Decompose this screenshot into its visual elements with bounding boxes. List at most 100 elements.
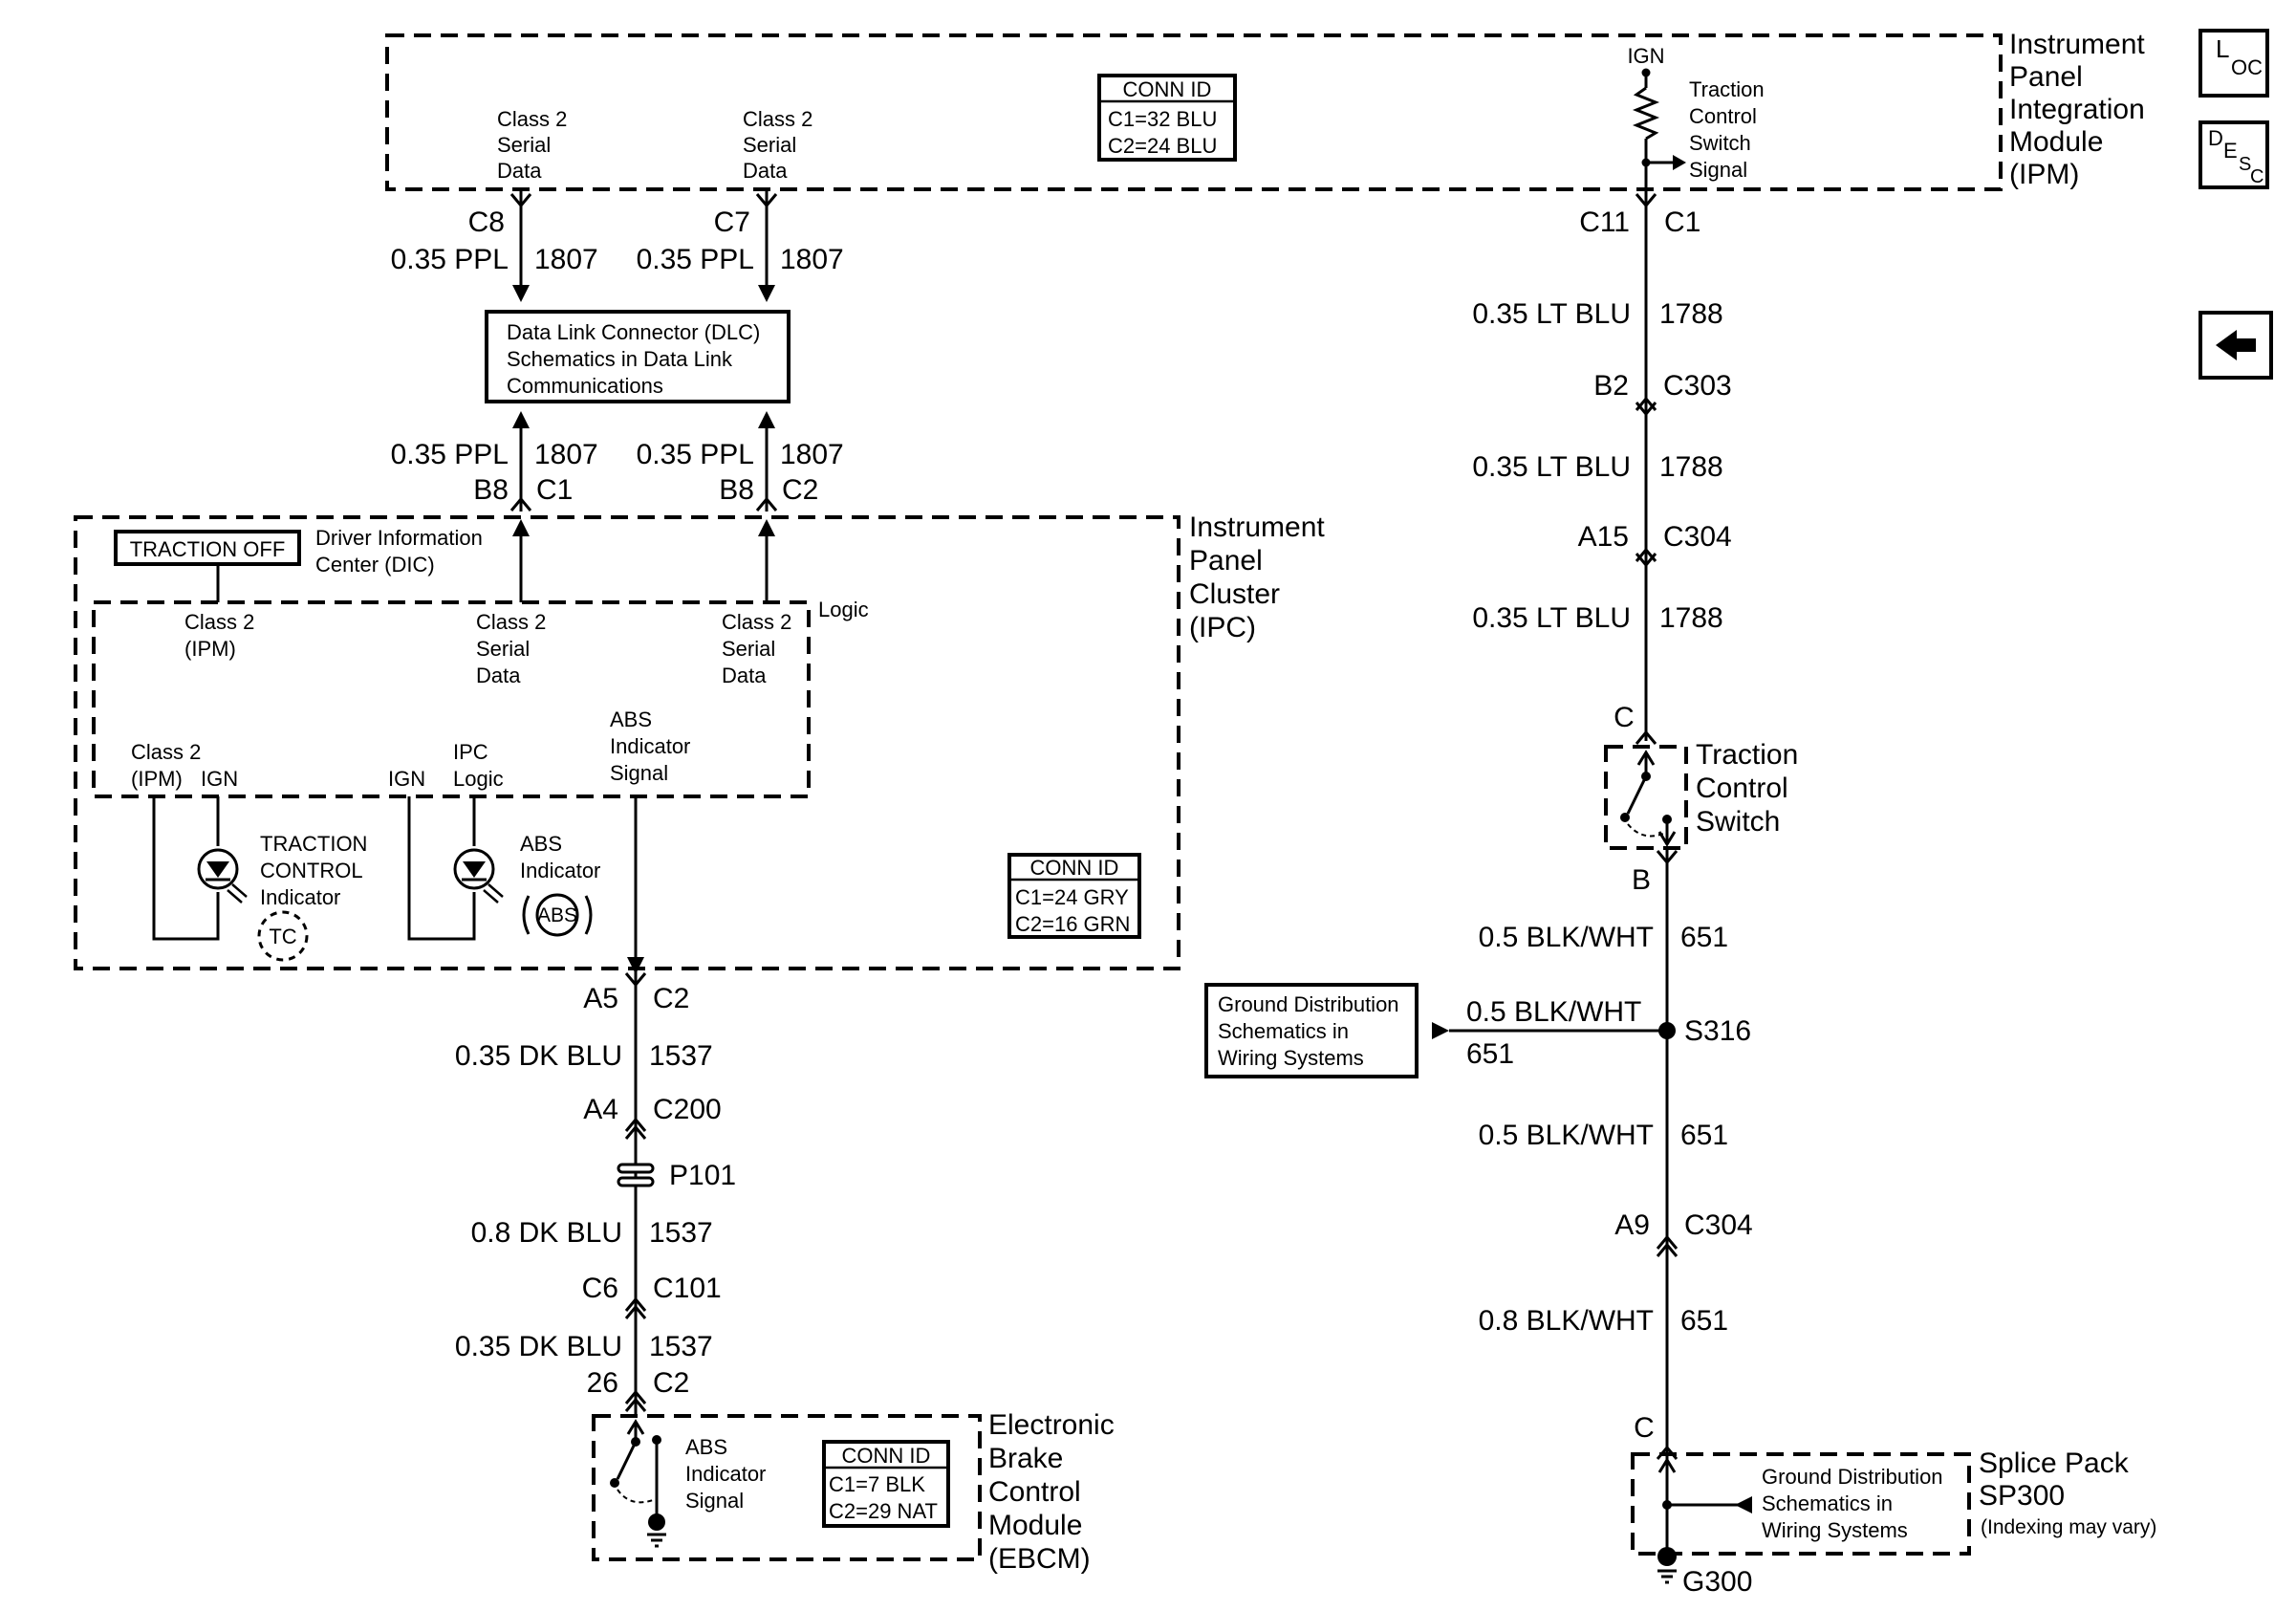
svg-text:C11: C11 [1579, 207, 1630, 238]
svg-text:C2=24 BLU: C2=24 BLU [1108, 134, 1217, 158]
desc-button[interactable]: D E S C [2199, 120, 2269, 189]
connector-b8-c1 [509, 496, 532, 512]
svg-text:0.35 DK BLU: 0.35 DK BLU [455, 1331, 622, 1362]
abs-indicator-label: ABS Indicator [520, 832, 600, 882]
pass-through-p101: P101 [617, 1160, 736, 1191]
svg-text:C303: C303 [1663, 370, 1732, 402]
svg-text:OC: OC [2231, 55, 2263, 79]
tcs-pin-b: B [1632, 864, 1651, 896]
ebcm-ground-icon [647, 1506, 666, 1548]
loc-button[interactable]: L OC [2199, 29, 2269, 98]
sp300-pin-c: C [1634, 1412, 1655, 1444]
class2-serial-b-label: Class 2 Serial Data [722, 610, 797, 687]
svg-text:1537: 1537 [649, 1331, 713, 1362]
tc-symbol-icon: TC [257, 910, 309, 962]
ipm-conn-id: CONN ID C1=32 BLU C2=24 BLU [1097, 74, 1237, 162]
connector-a9-c304 [1656, 1234, 1679, 1250]
svg-text:C2=16 GRN: C2=16 GRN [1015, 912, 1130, 936]
svg-text:26: 26 [587, 1367, 618, 1399]
ebcm-switch-icon [610, 1435, 661, 1506]
ipc-conn-id: CONN ID C1=24 GRY C2=16 GRN [1007, 853, 1141, 939]
svg-text:0.35 PPL: 0.35 PPL [637, 244, 754, 275]
connector-c6-c101 [624, 1296, 647, 1312]
svg-text:C304: C304 [1663, 521, 1732, 553]
svg-text:0.8 BLK/WHT: 0.8 BLK/WHT [1479, 1305, 1654, 1337]
svg-text:1788: 1788 [1659, 298, 1723, 330]
ebcm-module: Electronic Brake Control Module (EBCM) A… [592, 1409, 1122, 1575]
svg-text:CONN ID: CONN ID [1123, 77, 1212, 101]
tcs-switch-icon [1620, 772, 1677, 847]
tcs-outline [1604, 745, 1688, 850]
svg-text:1807: 1807 [780, 244, 844, 275]
svg-text:C7: C7 [714, 207, 750, 238]
wire-1788: 0.35 LT BLU 1788 B2 C303 0.35 LT BLU 178… [1472, 189, 1732, 741]
ipm-class2-label-right: Class 2 Serial Data [743, 107, 818, 183]
svg-text:C1=32 BLU: C1=32 BLU [1108, 107, 1217, 131]
svg-text:C2=29 NAT: C2=29 NAT [829, 1499, 938, 1523]
ebcm-signal-label: ABS Indicator Signal [685, 1435, 772, 1513]
svg-text:1807: 1807 [534, 439, 598, 470]
ipm-ign-label: IGN [1627, 44, 1664, 68]
ipm-module: Instrument Panel Integration Module (IPM… [385, 29, 2145, 191]
tcs-name: Traction Control Switch [1696, 739, 1807, 838]
connector-26-c2 [624, 1389, 647, 1404]
svg-text:0.35 LT BLU: 0.35 LT BLU [1472, 451, 1631, 483]
svg-text:CONN ID: CONN ID [842, 1444, 931, 1468]
class2-serial-a-label: Class 2 Serial Data [476, 610, 552, 687]
svg-text:C2: C2 [653, 1367, 689, 1399]
ipm-class2-label-left: Class 2 Serial Data [497, 107, 573, 183]
dic-label: Driver Information Center (DIC) [315, 526, 488, 577]
pullup-resistor [1632, 86, 1660, 141]
wire-651: 0.5 BLK/WHT 651 S316 0.5 BLK/WHT 651 0.5… [1432, 848, 1753, 1470]
g300-ground-icon [1657, 1547, 1677, 1584]
svg-text:A15: A15 [1578, 521, 1629, 553]
ign-label-b: IGN [388, 767, 425, 791]
svg-text:C1=7 BLK: C1=7 BLK [829, 1472, 925, 1496]
ebcm-conn-id: CONN ID C1=7 BLK C2=29 NAT [822, 1440, 950, 1528]
left-arrow-icon [2216, 330, 2256, 360]
sp300-ground-text[interactable]: Ground Distribution Schematics in Wiring… [1762, 1465, 1949, 1542]
svg-text:C1=24 GRY: C1=24 GRY [1015, 885, 1129, 909]
ground-distribution-reference-box[interactable]: Ground Distribution Schematics in Wiring… [1204, 983, 1419, 1078]
svg-text:C: C [2250, 166, 2264, 187]
ign-label-a: IGN [201, 767, 238, 791]
abs-signal-label: ABS Indicator Signal [610, 708, 697, 785]
ebcm-name: Electronic Brake Control Module (EBCM) [988, 1409, 1122, 1575]
svg-text:1807: 1807 [534, 244, 598, 275]
sp300-outline [1631, 1452, 1971, 1556]
svg-text:0.5 BLK/WHT: 0.5 BLK/WHT [1466, 996, 1641, 1028]
svg-text:C304: C304 [1684, 1209, 1753, 1241]
traction-off-display: TRACTION OFF [114, 530, 301, 566]
ipc-logic-outline [92, 600, 811, 798]
connector-c11-c1: C11 C1 [1579, 193, 1700, 238]
svg-text:1537: 1537 [649, 1040, 713, 1072]
svg-text:651: 651 [1680, 1305, 1728, 1337]
svg-text:A9: A9 [1614, 1209, 1650, 1241]
svg-text:0.5 BLK/WHT: 0.5 BLK/WHT [1479, 1120, 1654, 1151]
svg-text:0.35 LT BLU: 0.35 LT BLU [1472, 298, 1631, 330]
svg-text:C2: C2 [782, 474, 818, 506]
ipm-outline [385, 33, 2003, 191]
svg-text:A4: A4 [583, 1094, 618, 1125]
svg-text:1807: 1807 [780, 439, 844, 470]
svg-text:E: E [2223, 139, 2238, 163]
sp300-note: (Indexing may vary) [1981, 1516, 2156, 1538]
svg-text:CONN ID: CONN ID [1030, 856, 1119, 880]
dlc-reference-box[interactable]: Data Link Connector (DLC) Schematics in … [485, 310, 791, 403]
svg-text:B8: B8 [719, 474, 754, 506]
svg-text:0.35 DK BLU: 0.35 DK BLU [455, 1040, 622, 1072]
svg-text:Ground Distribution Sche: Ground Distribution Schematics in Wiring… [1218, 992, 1405, 1070]
svg-text:L: L [2216, 34, 2229, 63]
svg-text:0.35 PPL: 0.35 PPL [391, 439, 509, 470]
back-button[interactable] [2199, 311, 2273, 380]
svg-text:C101: C101 [653, 1273, 722, 1304]
svg-text:C1: C1 [1664, 207, 1700, 238]
svg-text:A5: A5 [583, 983, 618, 1014]
svg-text:1788: 1788 [1659, 602, 1723, 634]
traction-control-switch[interactable]: C Traction Control Switch B [1604, 702, 1807, 896]
ipc-name: Instrument Panel Cluster (IPC) [1189, 512, 1332, 643]
svg-text:1537: 1537 [649, 1217, 713, 1249]
connector-a4-c200 [624, 1117, 647, 1132]
svg-text:651: 651 [1680, 922, 1728, 953]
